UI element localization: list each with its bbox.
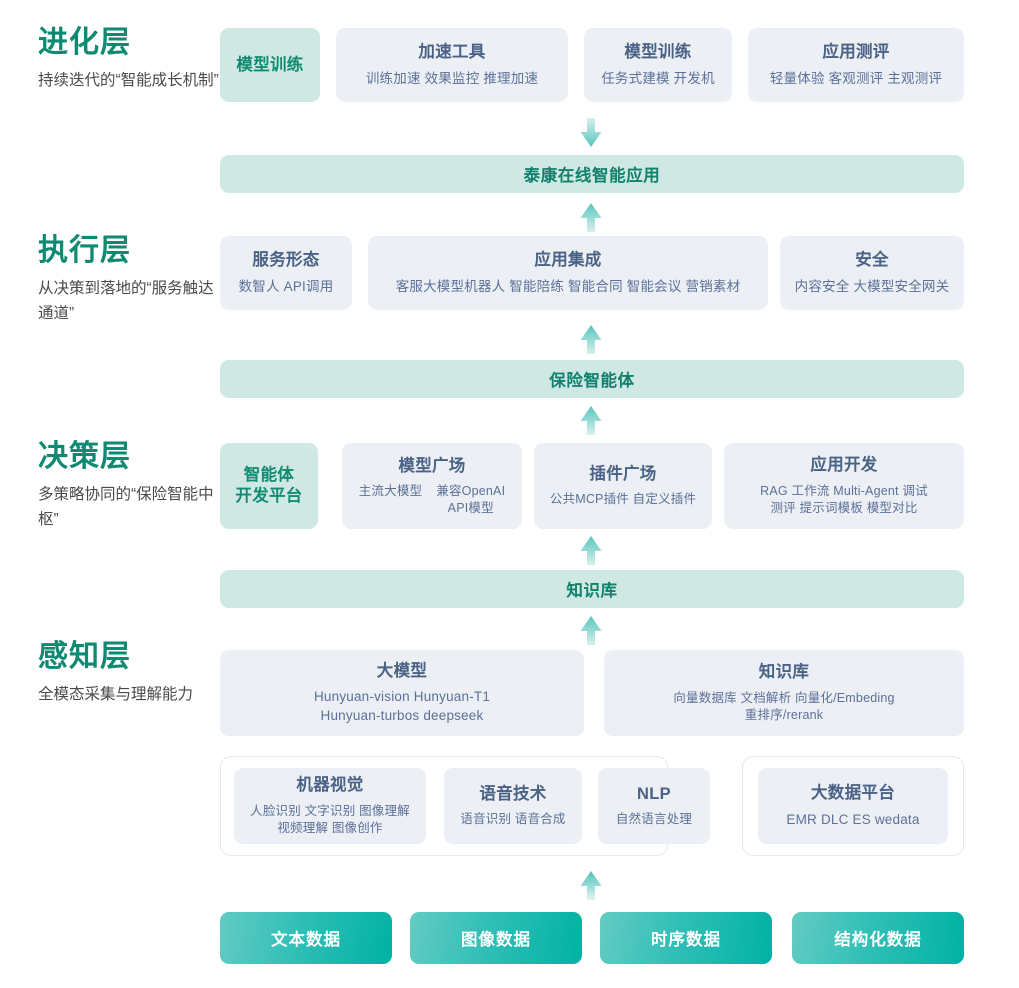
arrow-up-icon — [578, 536, 604, 566]
arrow-up-icon — [578, 325, 604, 355]
card-desc: 轻量体验 客观测评 主观测评 — [769, 70, 943, 86]
card-desc: 客服大模型机器人 智能陪练 智能合同 智能会议 营销素材 — [395, 278, 741, 294]
card-decision-plugin-plaza[interactable]: 插件广场 公共MCP插件 自定义插件 — [534, 443, 712, 529]
layer-title: 进化层 — [38, 26, 131, 59]
card-desc: 数智人 API调用 — [238, 278, 334, 294]
card-perception-knowledge-base[interactable]: 知识库 向量数据库 文档解析 向量化/Embeding 重排序/rerank — [604, 650, 964, 736]
layer-subtitle: 多策略协同的“保险智能中枢” — [38, 485, 214, 528]
layer-subtitle: 从决策到落地的“服务触达通道” — [38, 279, 214, 322]
card-desc: EMR DLC ES wedata — [786, 811, 920, 827]
layer-label-decision: 决策层 多策略协同的“保险智能中枢” — [38, 440, 223, 532]
card-execution-security[interactable]: 安全 内容安全 大模型安全网关 — [780, 236, 964, 310]
card-decision-model-plaza[interactable]: 模型广场 主流大模型 兼容OpenAI API模型 — [342, 443, 522, 529]
card-title: 应用测评 — [822, 42, 890, 61]
banner-text: 知识库 — [566, 582, 618, 600]
card-title: 安全 — [855, 250, 889, 269]
card-desc: 公共MCP插件 自定义插件 — [549, 492, 697, 507]
card-desc: RAG 工作流 Multi-Agent 调试 测评 提示词模板 模型对比 — [760, 483, 928, 515]
card-title: 大数据平台 — [811, 783, 895, 802]
card-desc-left: 主流大模型 — [358, 484, 423, 499]
arrow-up-icon — [578, 203, 604, 233]
card-execution-app-integration[interactable]: 应用集成 客服大模型机器人 智能陪练 智能合同 智能会议 营销素材 — [368, 236, 768, 310]
card-perception-large-model[interactable]: 大模型 Hunyuan-vision Hunyuan-T1 Hunyuan-tu… — [220, 650, 584, 736]
data-source-label: 时序数据 — [651, 931, 721, 949]
layer-subtitle: 持续迭代的“智能成长机制” — [38, 71, 219, 89]
data-source-button-structured[interactable]: 结构化数据 — [792, 912, 964, 964]
banner-knowledge-base[interactable]: 知识库 — [220, 570, 964, 608]
card-title: 服务形态 — [252, 250, 320, 269]
card-title: NLP — [637, 784, 671, 803]
data-source-button-timeseries[interactable]: 时序数据 — [600, 912, 772, 964]
card-title: 应用集成 — [534, 250, 602, 269]
arrow-down-icon — [578, 118, 604, 148]
card-title: 语音技术 — [479, 784, 547, 803]
card-evolution-acceleration-tools[interactable]: 加速工具 训练加速 效果监控 推理加速 — [336, 28, 568, 102]
card-decision-app-development[interactable]: 应用开发 RAG 工作流 Multi-Agent 调试 测评 提示词模板 模型对… — [724, 443, 964, 529]
card-desc-columns: 主流大模型 兼容OpenAI API模型 — [359, 483, 506, 516]
card-evolution-model-training[interactable]: 模型训练 任务式建模 开发机 — [584, 28, 732, 102]
card-desc: 内容安全 大模型安全网关 — [794, 278, 950, 294]
card-evolution-app-evaluation[interactable]: 应用测评 轻量体验 客观测评 主观测评 — [748, 28, 964, 102]
layer-label-execution: 执行层 从决策到落地的“服务触达通道” — [38, 234, 223, 326]
card-desc: 人脸识别 文字识别 图像理解 视频理解 图像创作 — [250, 803, 410, 835]
layer-title: 执行层 — [38, 234, 131, 267]
data-source-label: 文本数据 — [271, 931, 341, 949]
layer-title: 决策层 — [38, 440, 131, 473]
card-title: 模型广场 — [398, 456, 466, 475]
data-source-label: 图像数据 — [461, 931, 531, 949]
card-perception-nlp[interactable]: NLP 自然语言处理 — [598, 768, 710, 844]
card-desc: Hunyuan-vision Hunyuan-T1 Hunyuan-turbos… — [313, 689, 491, 723]
arrow-up-icon — [578, 871, 604, 901]
banner-taikang-online-ai-app[interactable]: 泰康在线智能应用 — [220, 155, 964, 193]
data-source-button-text[interactable]: 文本数据 — [220, 912, 392, 964]
layer-subtitle: 全模态采集与理解能力 — [38, 685, 194, 703]
data-source-label: 结构化数据 — [834, 931, 922, 949]
card-title: 应用开发 — [810, 455, 878, 474]
card-title: 模型训练 — [624, 42, 692, 61]
card-perception-big-data-platform[interactable]: 大数据平台 EMR DLC ES wedata — [758, 768, 948, 844]
card-evolution-model-training-highlight[interactable]: 模型训练 — [220, 28, 320, 102]
card-title: 大模型 — [376, 661, 428, 680]
card-title: 模型训练 — [236, 55, 304, 74]
card-desc: 自然语言处理 — [615, 812, 693, 827]
banner-text: 保险智能体 — [549, 372, 635, 390]
banner-text: 泰康在线智能应用 — [523, 167, 661, 185]
card-title: 加速工具 — [418, 42, 486, 61]
card-desc: 向量数据库 文档解析 向量化/Embeding 重排序/rerank — [673, 690, 895, 722]
arrow-up-icon — [578, 616, 604, 646]
card-desc: 语音识别 语音合成 — [460, 812, 566, 827]
card-execution-service-form[interactable]: 服务形态 数智人 API调用 — [220, 236, 352, 310]
arrow-up-icon — [578, 406, 604, 436]
card-title: 机器视觉 — [296, 775, 364, 794]
data-source-button-image[interactable]: 图像数据 — [410, 912, 582, 964]
layer-label-evolution: 进化层 持续迭代的“智能成长机制” — [38, 26, 223, 93]
card-perception-speech-tech[interactable]: 语音技术 语音识别 语音合成 — [444, 768, 582, 844]
card-desc: 训练加速 效果监控 推理加速 — [365, 70, 539, 86]
card-title: 插件广场 — [589, 464, 657, 483]
card-desc-right: 兼容OpenAI API模型 — [436, 484, 506, 515]
layer-label-perception: 感知层 全模态采集与理解能力 — [38, 640, 223, 707]
card-title: 知识库 — [758, 662, 810, 681]
card-title: 智能体 开发平台 — [235, 466, 303, 505]
banner-insurance-agent[interactable]: 保险智能体 — [220, 360, 964, 398]
layer-title: 感知层 — [38, 640, 131, 673]
card-perception-machine-vision[interactable]: 机器视觉 人脸识别 文字识别 图像理解 视频理解 图像创作 — [234, 768, 426, 844]
card-desc: 任务式建模 开发机 — [601, 70, 715, 86]
card-decision-agent-dev-platform[interactable]: 智能体 开发平台 — [220, 443, 318, 529]
